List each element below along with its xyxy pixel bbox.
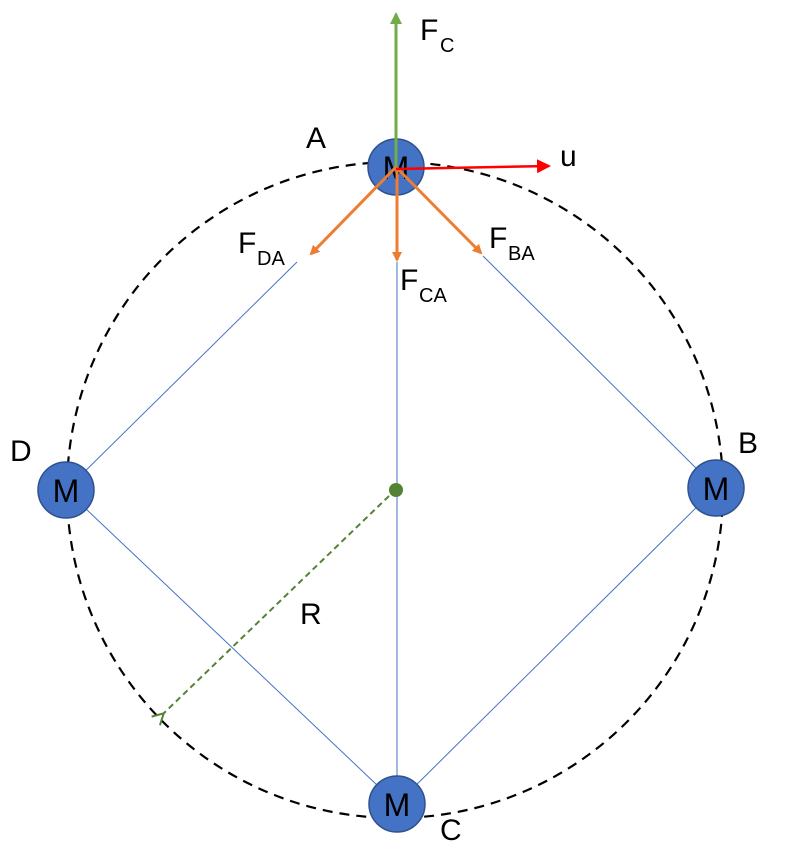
force-arrow-fda: [309, 165, 398, 256]
radius-label: R: [300, 598, 322, 631]
label-fda-sub: DA: [257, 248, 285, 270]
velocity-arrow: [395, 159, 551, 174]
label-fc-main: F: [420, 14, 438, 47]
mass-c-label: M: [384, 787, 411, 823]
center-point: [389, 483, 403, 497]
force-arrow-fba: [394, 165, 483, 255]
mass-b-label: M: [703, 471, 730, 507]
label-fc-sub: C: [440, 35, 454, 57]
velocity-label: u: [560, 140, 577, 173]
label-fca-sub: CA: [419, 285, 447, 307]
mass-c: M: [368, 775, 426, 833]
label-fda: F DA: [238, 227, 285, 270]
point-label-c: C: [440, 814, 462, 847]
radius-arrow: [163, 495, 390, 714]
point-label-d: D: [10, 435, 32, 468]
label-fba: F BA: [489, 222, 535, 265]
chord-a-b: [482, 255, 717, 489]
point-label-b: B: [738, 427, 758, 460]
label-fba-sub: BA: [508, 243, 535, 265]
label-fba-main: F: [489, 222, 507, 255]
connection-lines: [65, 255, 717, 805]
label-fc: F C: [420, 14, 454, 57]
mass-d-label: M: [53, 473, 80, 509]
label-fca: F CA: [400, 264, 447, 307]
chord-b-c: [396, 487, 717, 805]
chord-a-d: [65, 261, 298, 491]
point-label-a: A: [306, 122, 326, 155]
chord-d-c: [65, 489, 398, 805]
label-fca-main: F: [400, 264, 418, 297]
mass-d: M: [37, 461, 95, 519]
label-fda-main: F: [238, 227, 256, 260]
mass-b: M: [687, 459, 745, 517]
